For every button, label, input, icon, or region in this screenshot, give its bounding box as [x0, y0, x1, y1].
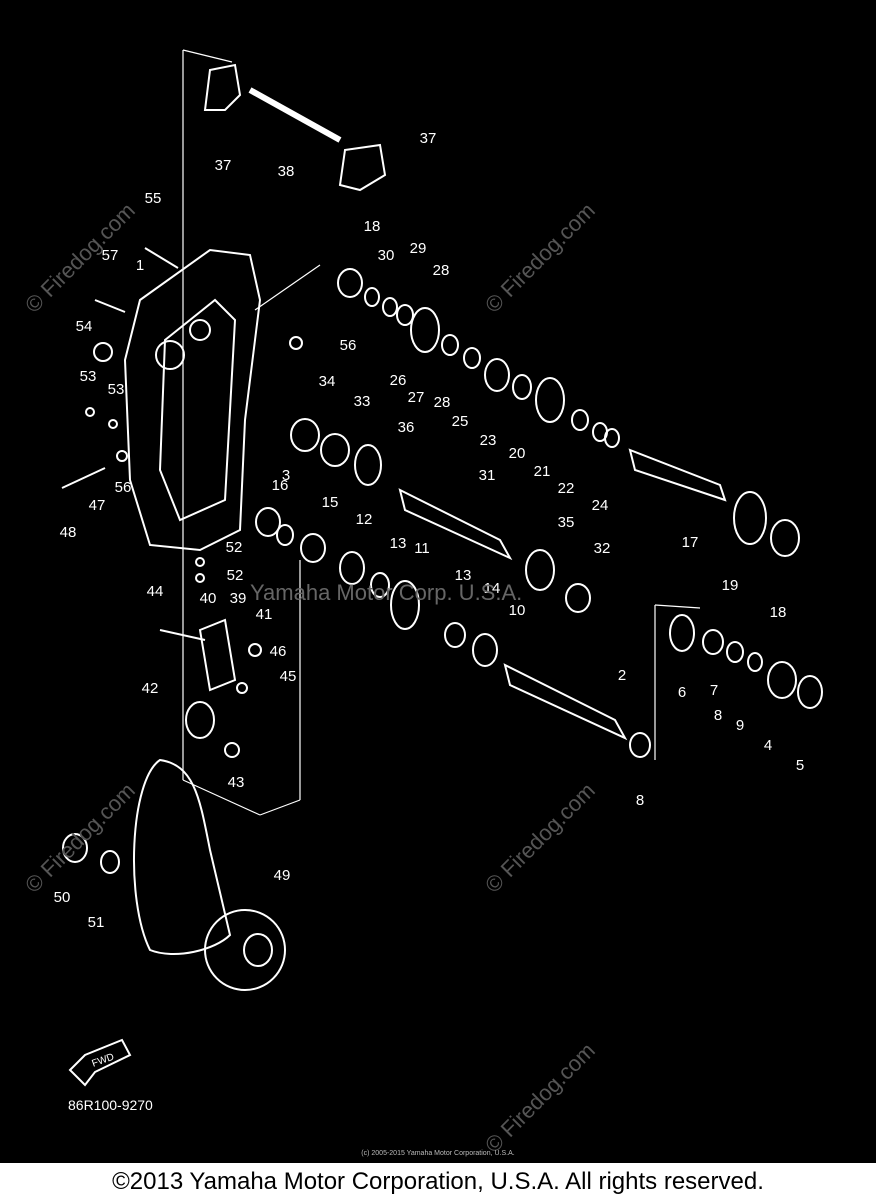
diagram-code: 86R100-9270	[68, 1097, 153, 1113]
part-number-label: 23	[480, 432, 497, 449]
lever-assembly	[159, 618, 262, 758]
part-number-label: 40	[200, 590, 217, 607]
part-number-label: 19	[722, 577, 739, 594]
part-number-label: 28	[433, 262, 450, 279]
part-number-label: 43	[228, 774, 245, 791]
part-number-label: 37	[215, 157, 232, 174]
part-number-label: 47	[89, 497, 106, 514]
part-number-label: 4	[764, 737, 772, 754]
part-number-label: 18	[770, 604, 787, 621]
part-number-label: 35	[558, 514, 575, 531]
part-number-label: 33	[354, 393, 371, 410]
shift-fork-assembly	[203, 63, 387, 192]
part-number-label: 24	[592, 497, 609, 514]
part-number-label: 44	[147, 583, 164, 600]
part-number-label: 36	[398, 419, 415, 436]
part-number-label: 28	[434, 394, 451, 411]
part-number-label: 9	[736, 717, 744, 734]
part-number-label: 45	[280, 668, 297, 685]
part-number-label: 34	[319, 373, 336, 390]
part-number-label: 53	[108, 381, 125, 398]
part-number-label: 2	[618, 667, 626, 684]
part-number-label: 8	[714, 707, 722, 724]
part-number-label: 49	[274, 867, 291, 884]
part-number-label: 10	[509, 602, 526, 619]
small-copyright-notice: (c) 2005-2015 Yamaha Motor Corporation, …	[361, 1150, 515, 1157]
part-number-label: 51	[88, 914, 105, 931]
main-axle-assembly	[337, 268, 800, 557]
part-number-label: 16	[272, 477, 289, 494]
fasteners	[61, 247, 303, 583]
part-number-label: 26	[390, 372, 407, 389]
forward-arrow-icon: FWD	[68, 1038, 132, 1087]
part-number-label: 32	[594, 540, 611, 557]
reference-lines	[182, 49, 701, 816]
part-number-label: 21	[534, 463, 551, 480]
part-number-label: 17	[682, 534, 699, 551]
part-number-label: 50	[54, 889, 71, 906]
part-number-label: 18	[364, 218, 381, 235]
part-number-label: 30	[378, 247, 395, 264]
crankcase-cover	[123, 248, 262, 552]
part-number-label: 22	[558, 480, 575, 497]
part-number-label: 11	[414, 540, 430, 557]
part-number-label: 46	[270, 643, 287, 660]
drive-chain-assembly	[62, 758, 286, 991]
part-number-label: 55	[145, 190, 162, 207]
part-number-label: 48	[60, 524, 77, 541]
part-number-label: 14	[484, 580, 501, 597]
part-number-label: 57	[102, 247, 119, 264]
part-number-label: 52	[227, 567, 244, 584]
part-number-label: 29	[410, 240, 427, 257]
part-number-label: 52	[226, 539, 243, 556]
part-number-label: 1	[136, 257, 144, 274]
drive-axle-assembly	[255, 507, 823, 758]
part-number-label: 6	[678, 684, 686, 701]
part-number-label: 27	[408, 389, 425, 406]
part-number-label: 56	[340, 337, 357, 354]
part-number-label: 20	[509, 445, 526, 462]
part-number-label: 5	[796, 757, 804, 774]
counter-shaft-assembly	[290, 418, 591, 613]
part-number-label: 15	[322, 494, 339, 511]
part-number-label: 54	[76, 318, 93, 335]
part-number-label: 53	[80, 368, 97, 385]
part-number-label: 7	[710, 682, 718, 699]
part-number-label: 13	[455, 567, 472, 584]
part-number-label: 39	[230, 590, 247, 607]
copyright-footer: ©2013 Yamaha Motor Corporation, U.S.A. A…	[0, 1163, 876, 1200]
part-number-label: 42	[142, 680, 159, 697]
part-number-label: 3	[282, 467, 290, 484]
part-number-label: 12	[356, 511, 373, 528]
part-number-label: 8	[636, 792, 644, 809]
center-watermark: Yamaha Motor Corp. U.S.A.	[250, 580, 523, 605]
part-number-label: 25	[452, 413, 469, 430]
part-number-label: 13	[390, 535, 407, 552]
part-number-label: 37	[420, 130, 437, 147]
part-number-label: 56	[115, 479, 132, 496]
part-number-label: 31	[479, 467, 496, 484]
part-number-label: 38	[278, 163, 295, 180]
part-number-label: 41	[256, 606, 273, 623]
